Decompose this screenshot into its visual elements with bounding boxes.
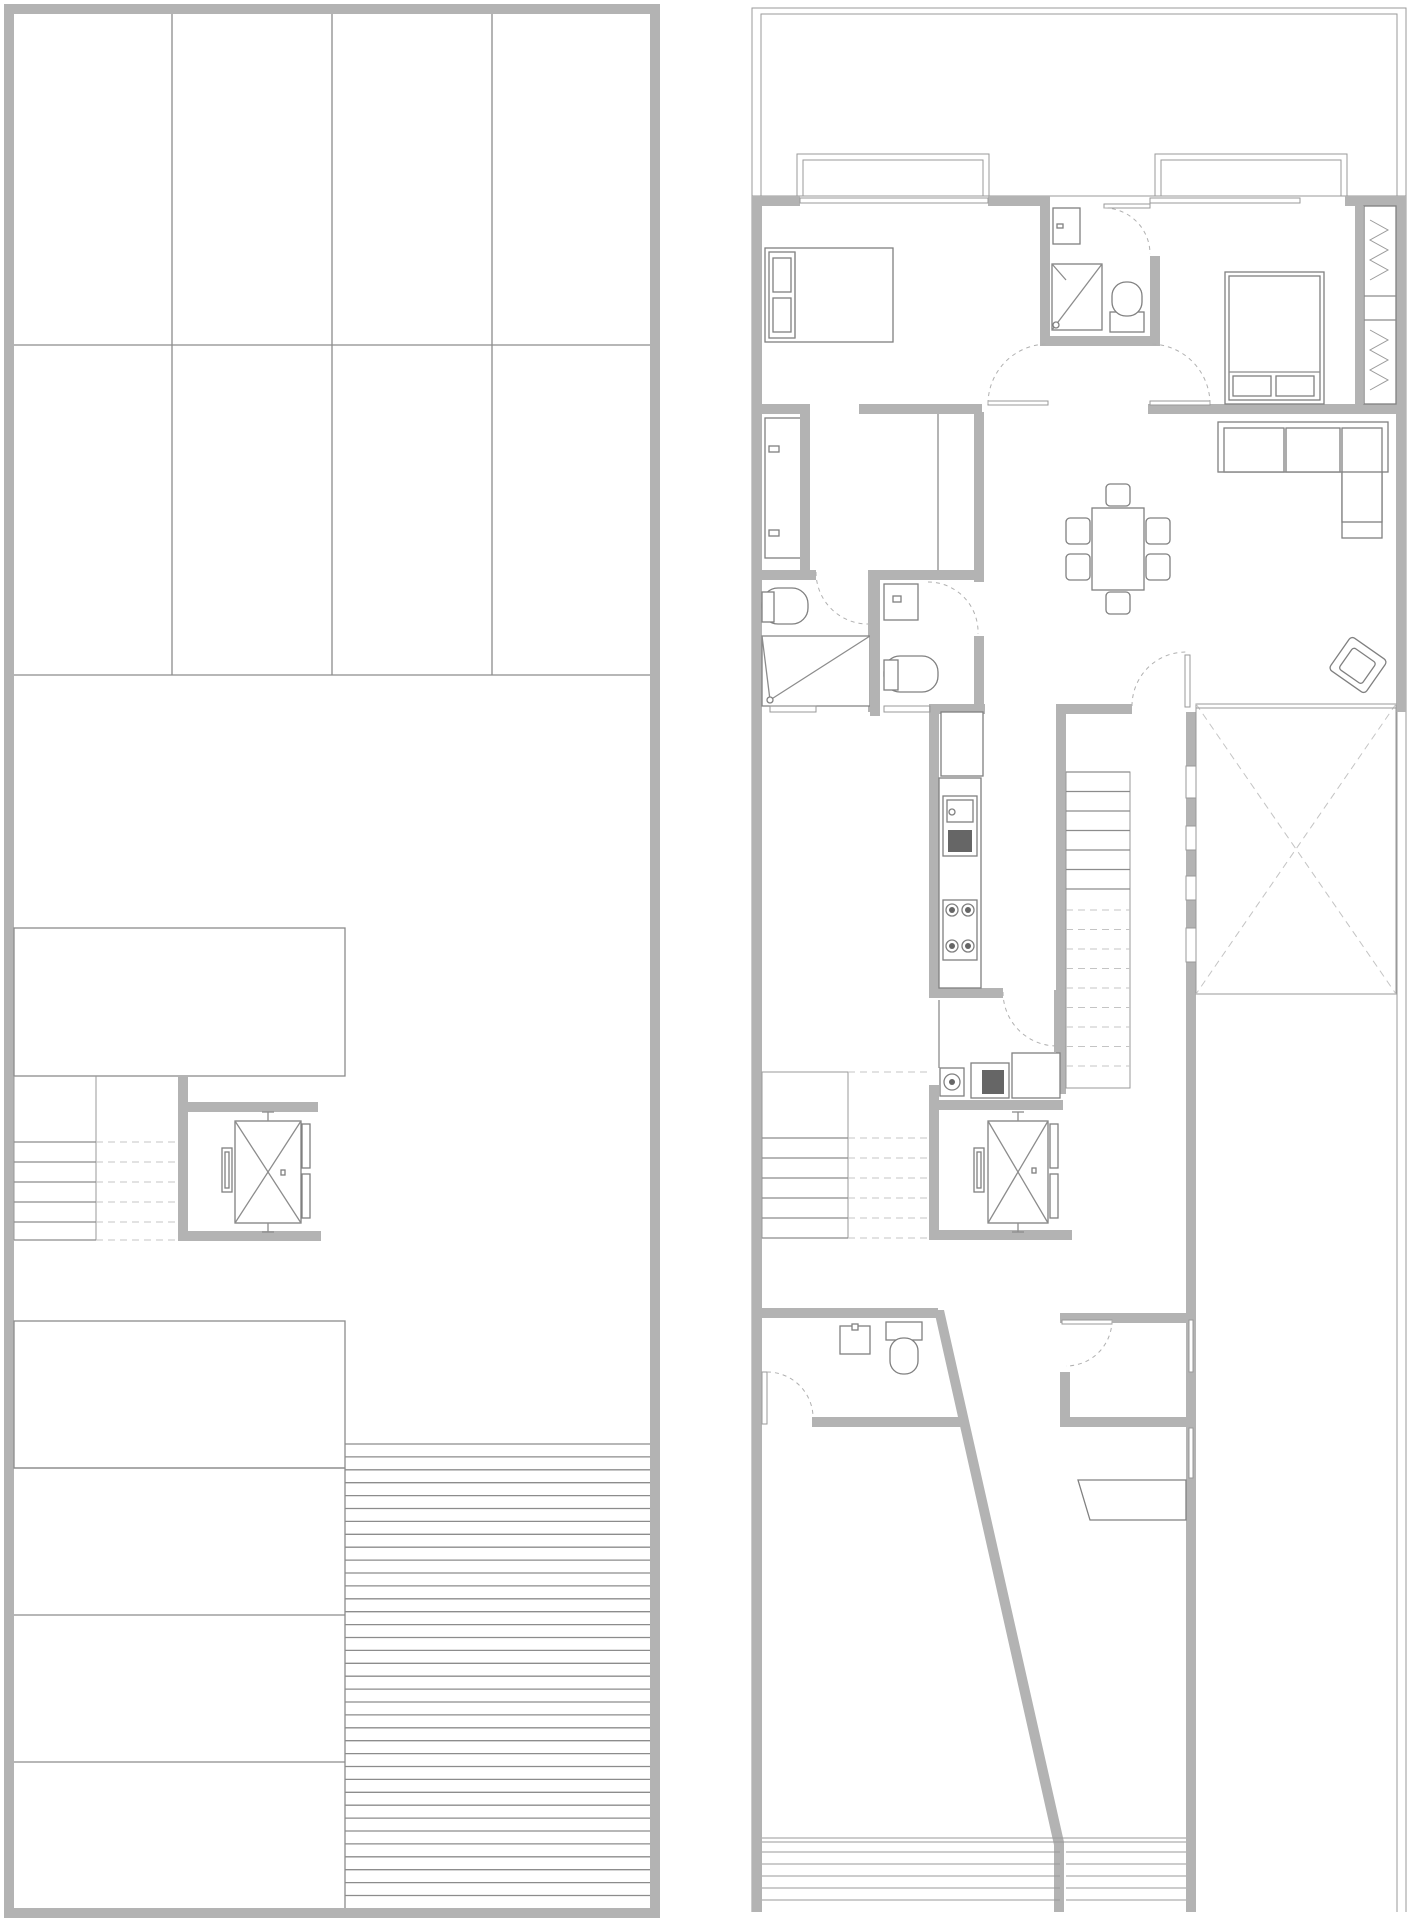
elevator-shaft-right <box>973 1111 1059 1233</box>
atrium-void <box>1195 703 1397 995</box>
fridge <box>940 711 984 777</box>
top-terrace <box>751 7 1407 197</box>
bathroom-lower <box>839 1321 923 1375</box>
living-room <box>1065 421 1389 694</box>
solar-panel-grid <box>14 14 650 676</box>
wardrobe-right <box>1363 205 1397 405</box>
walls <box>752 196 1406 1912</box>
main-stair <box>1065 771 1131 1089</box>
laundry-counter <box>1011 1052 1061 1099</box>
roof-outline <box>4 4 660 1918</box>
bedroom-right <box>1224 205 1397 405</box>
roof-lower-blocks <box>13 1320 346 1908</box>
toilet-lower <box>889 1337 919 1375</box>
bottom-deck <box>762 1837 1186 1901</box>
lower-stair <box>761 1071 929 1239</box>
closet-hall <box>764 404 982 574</box>
bathroom-mid <box>761 570 939 716</box>
roof-plan <box>4 4 660 1918</box>
toilet-top <box>1111 281 1143 317</box>
bedroom-left <box>764 247 894 343</box>
dining-table <box>1091 507 1145 591</box>
bathroom-top <box>1051 207 1145 333</box>
floor-plan <box>751 7 1407 1912</box>
roof-slats <box>345 1443 650 1897</box>
stair-treads-left <box>13 1076 180 1241</box>
skylight-block <box>13 927 346 1077</box>
door-swings <box>766 207 1211 1421</box>
vanity-left <box>764 417 802 559</box>
elevator-shaft-left <box>178 1076 321 1241</box>
kitchen <box>938 711 1061 1099</box>
